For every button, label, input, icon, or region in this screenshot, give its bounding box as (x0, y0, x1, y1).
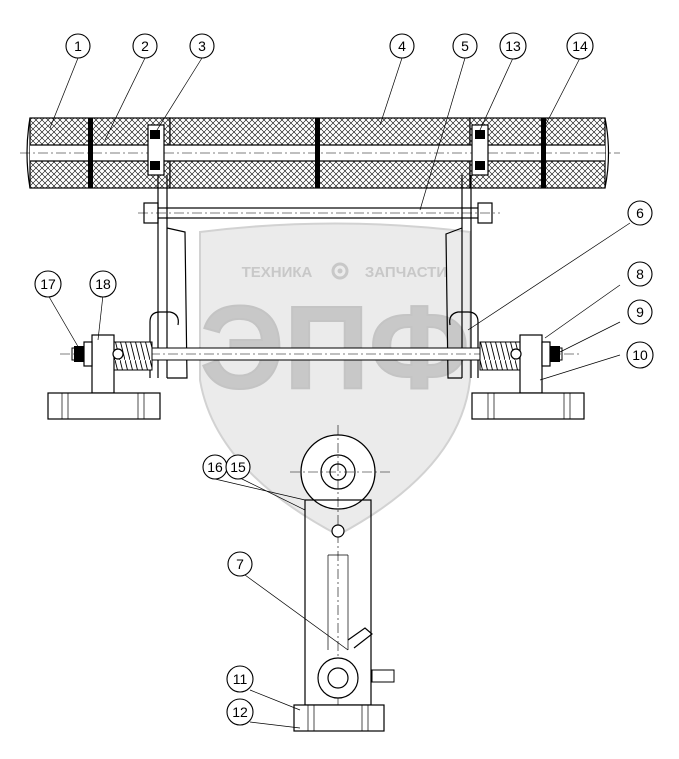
bracket-left (47, 334, 161, 420)
callout-5: 5 (452, 33, 478, 59)
callouts: 1 2 3 4 5 13 14 6 17 18 8 9 10 16 15 7 1… (34, 32, 654, 726)
callout-7: 7 (227, 551, 253, 577)
callout-3: 3 (189, 33, 215, 59)
gear-icon (331, 262, 349, 280)
callout-8: 8 (627, 261, 653, 287)
callout-9: 9 (627, 299, 653, 325)
svg-text:9: 9 (636, 304, 644, 320)
lever-left (149, 175, 188, 379)
svg-text:15: 15 (230, 459, 246, 475)
svg-text:5: 5 (461, 38, 469, 54)
base-plate-left (47, 392, 161, 420)
svg-text:4: 4 (398, 38, 406, 54)
svg-text:12: 12 (232, 704, 248, 720)
ring-center (315, 118, 320, 188)
svg-text:18: 18 (95, 276, 111, 292)
svg-text:3: 3 (198, 38, 206, 54)
callout-11: 11 (226, 665, 254, 693)
watermark-brand-left: ТЕХНИКА (242, 264, 313, 281)
svg-text:17: 17 (40, 276, 56, 292)
svg-text:2: 2 (141, 38, 149, 54)
bearing-right (471, 124, 489, 176)
roller-end-right (604, 117, 610, 189)
leader-lines (47, 57, 631, 729)
bracket-right (471, 334, 585, 420)
svg-text:16: 16 (207, 459, 223, 475)
svg-text:11: 11 (233, 671, 248, 687)
callout-10: 10 (626, 341, 654, 369)
callout-18: 18 (89, 270, 117, 298)
base-plate-right (471, 392, 585, 420)
ring-right (541, 118, 546, 188)
svg-text:13: 13 (505, 38, 521, 54)
callout-17: 17 (34, 270, 62, 298)
svg-text:10: 10 (632, 347, 648, 363)
watermark-brand-right: ЗАПЧАСТИ (365, 264, 447, 281)
bearing-left (147, 124, 165, 176)
lower-arm (290, 425, 395, 732)
arm-bolt (331, 524, 345, 538)
svg-text:8: 8 (636, 266, 644, 282)
callout-12: 12 (226, 698, 254, 726)
callout-1: 1 (65, 33, 91, 59)
callout-13: 13 (499, 32, 527, 60)
svg-text:1: 1 (74, 38, 82, 54)
callout-15: 15 (225, 454, 251, 480)
callout-16: 16 (202, 454, 228, 480)
tie-rod (138, 202, 500, 224)
hook-right (449, 311, 479, 378)
lower-base-plate (293, 704, 385, 732)
svg-text:6: 6 (636, 205, 644, 221)
ring-left (88, 118, 93, 188)
roller (20, 117, 620, 189)
lever-right (445, 175, 479, 379)
callout-4: 4 (389, 33, 415, 59)
callout-2: 2 (132, 33, 158, 59)
svg-text:14: 14 (572, 38, 588, 54)
callout-6: 6 (627, 200, 653, 226)
svg-text:7: 7 (236, 556, 244, 572)
hook-left (149, 311, 179, 378)
callout-14: 14 (566, 32, 594, 60)
